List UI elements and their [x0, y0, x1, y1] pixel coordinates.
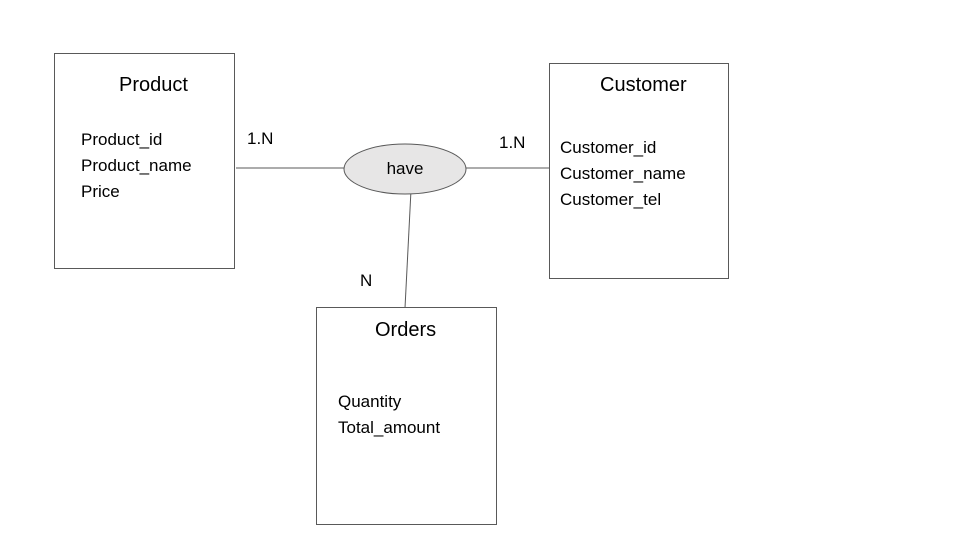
- attribute: Customer_id: [560, 138, 657, 157]
- attribute-list: Customer_id Customer_name Customer_tel: [560, 135, 686, 213]
- relationship-ellipse: [343, 143, 467, 195]
- entity-title: Product: [119, 74, 188, 96]
- attribute: Customer_name: [560, 164, 686, 183]
- attribute: Price: [81, 182, 120, 201]
- attribute: Customer_tel: [560, 190, 662, 209]
- attribute: Product_id: [81, 130, 163, 149]
- entity-customer: Customer Customer_id Customer_name Custo…: [549, 63, 729, 279]
- cardinality-product: 1.N: [247, 129, 274, 148]
- connector-have-orders: [404, 189, 412, 309]
- entity-title: Customer: [600, 74, 687, 96]
- entity-orders: Orders Quantity Total_amount: [316, 307, 497, 525]
- attribute-list: Quantity Total_amount: [338, 389, 440, 441]
- cardinality-customer: 1.N: [499, 133, 526, 152]
- relationship-label: have: [386, 159, 424, 178]
- attribute: Quantity: [338, 392, 402, 411]
- entity-title: Orders: [375, 319, 437, 341]
- cardinality-orders: N: [360, 271, 373, 290]
- attribute-list: Product_id Product_name Price: [81, 127, 192, 205]
- entity-product: Product Product_id Product_name Price: [54, 53, 235, 269]
- attribute: Total_amount: [338, 418, 441, 437]
- attribute: Product_name: [81, 156, 192, 175]
